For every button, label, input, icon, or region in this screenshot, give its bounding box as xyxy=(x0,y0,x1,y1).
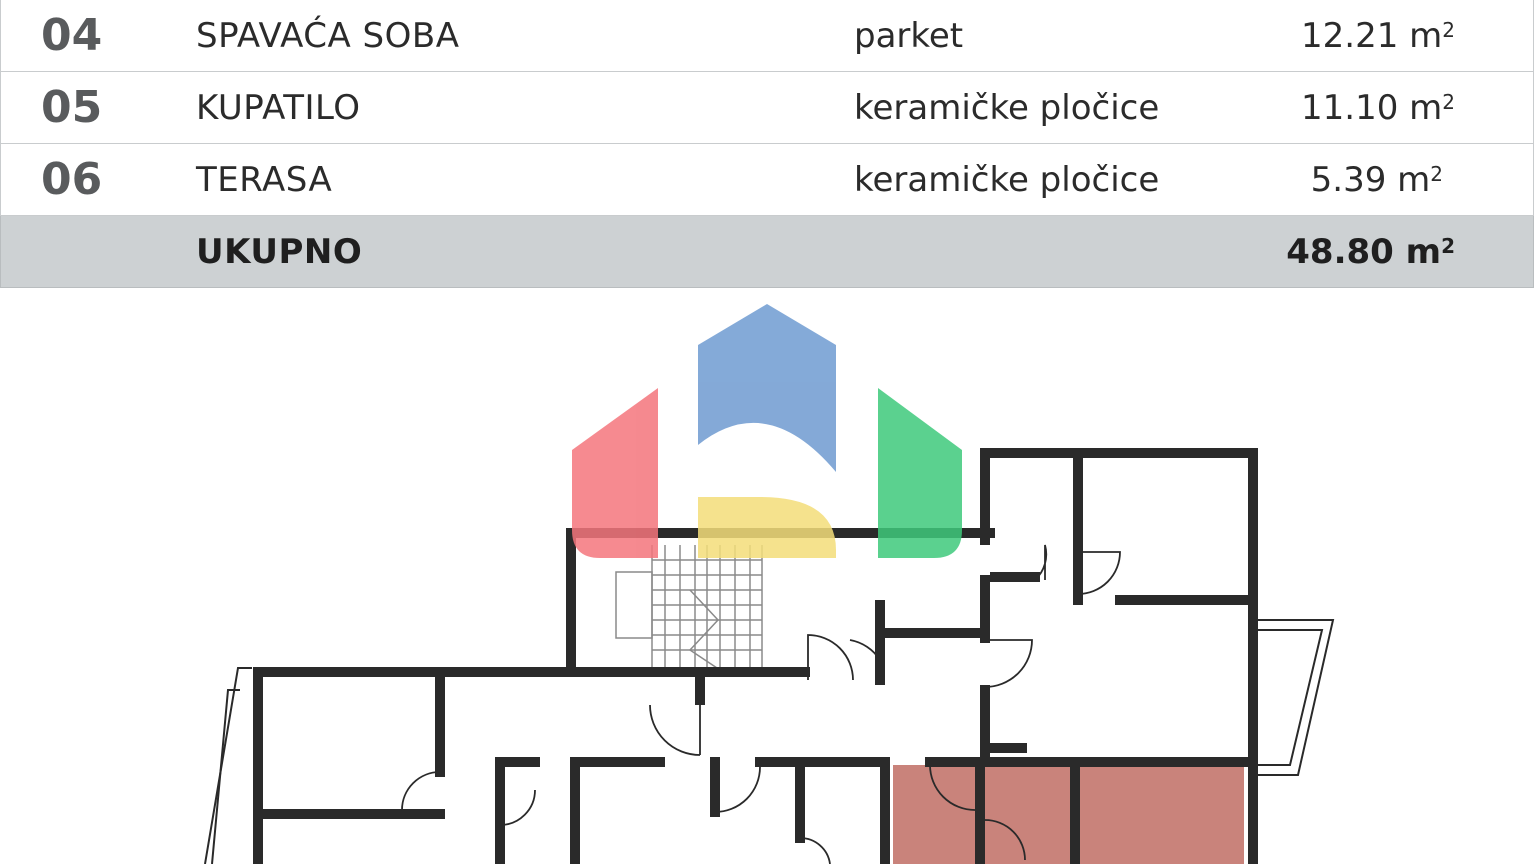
room-name: TERASA xyxy=(196,159,333,200)
room-number: 06 xyxy=(41,154,103,205)
watermark-house-logo-icon xyxy=(572,304,962,558)
room-number: 05 xyxy=(41,82,103,133)
highlighted-apartment xyxy=(893,765,1244,864)
walls xyxy=(253,448,1258,864)
room-name: KUPATILO xyxy=(196,87,361,128)
room-number: 04 xyxy=(41,10,103,61)
door-swings xyxy=(401,544,1121,864)
terrace-outlines xyxy=(204,619,1335,864)
room-material: keramičke pločice xyxy=(854,159,1160,200)
room-material: keramičke pločice xyxy=(854,87,1160,128)
room-name: SPAVAĆA SOBA xyxy=(196,15,460,56)
total-label: UKUPNO xyxy=(196,231,363,272)
staircase xyxy=(615,545,763,671)
room-material: parket xyxy=(854,15,964,56)
floor-plan xyxy=(204,304,1335,864)
